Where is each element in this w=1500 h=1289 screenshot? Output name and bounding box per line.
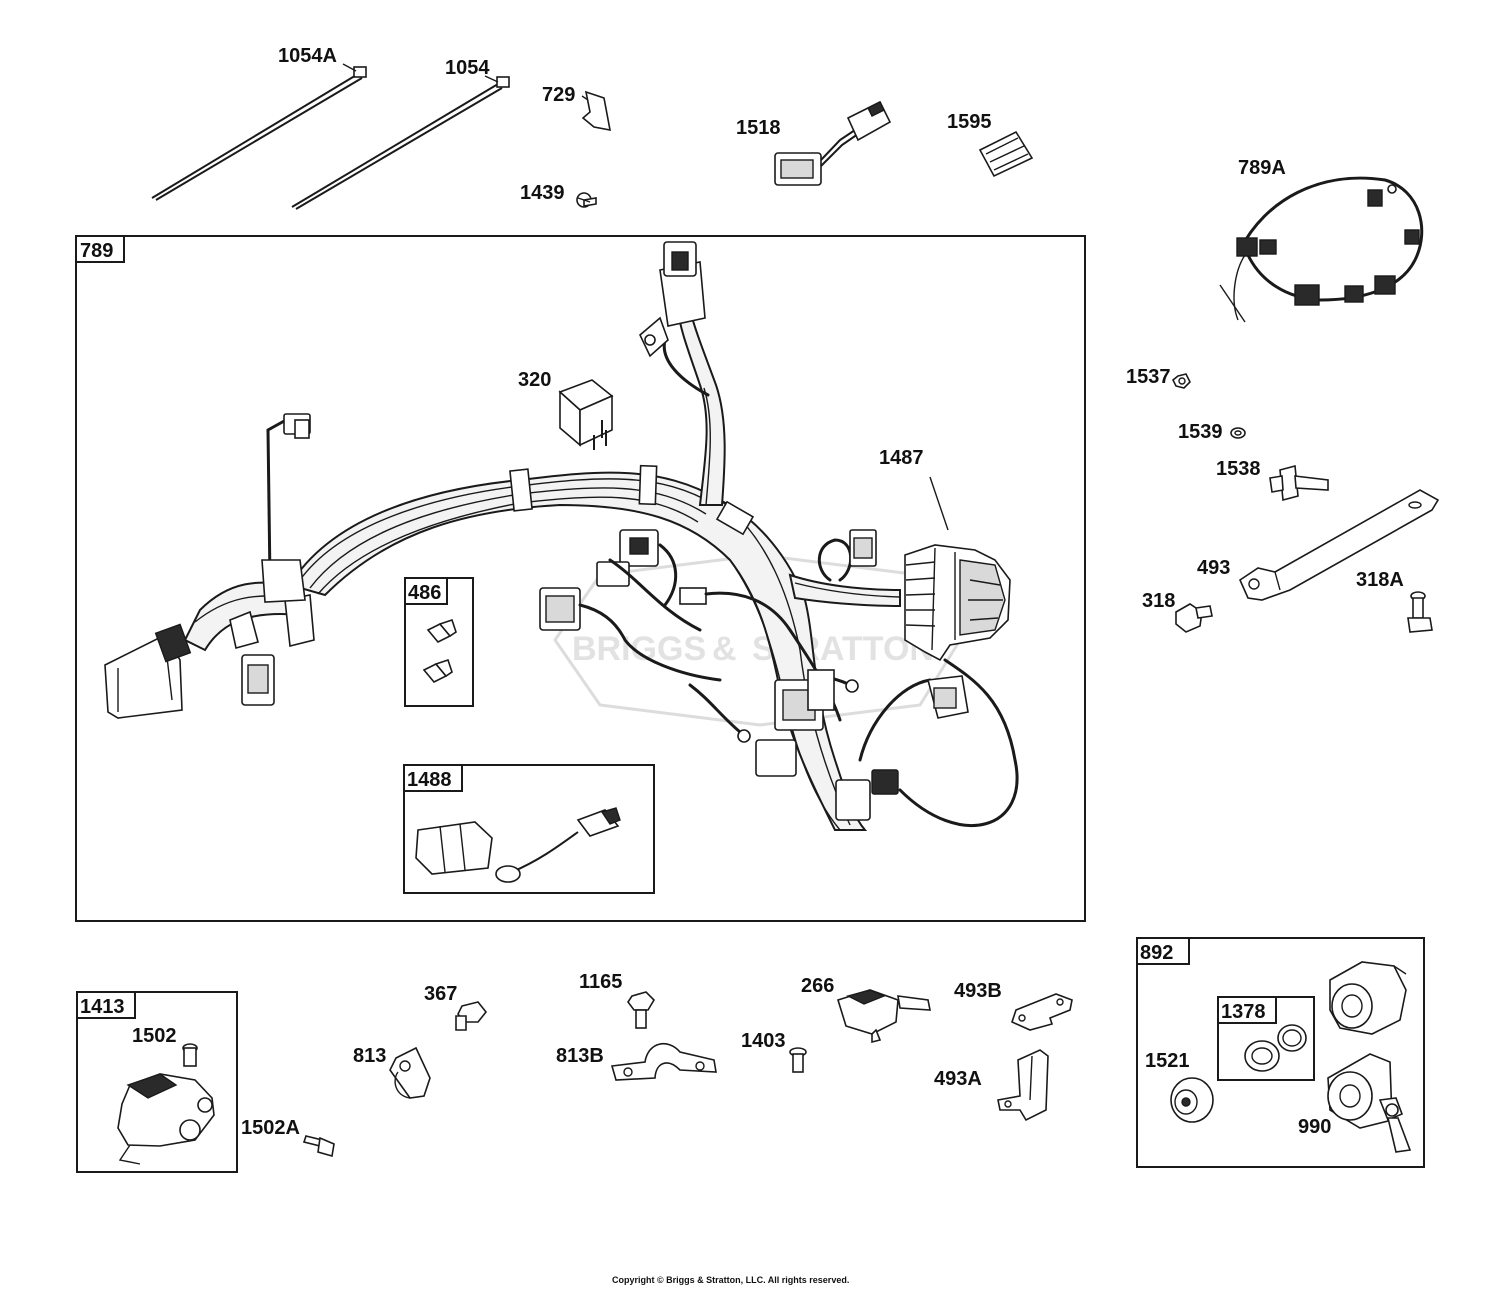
label-1539: 1539 <box>1178 421 1223 443</box>
part-1537-nut[interactable] <box>1171 373 1191 389</box>
part-1054a-cable-tie[interactable] <box>151 63 367 201</box>
part-1488-connector-and-lead[interactable] <box>415 807 621 883</box>
part-1502a-screw[interactable] <box>302 1135 335 1158</box>
part-813b-clamp[interactable] <box>610 1042 717 1081</box>
part-318a-bolt[interactable] <box>1407 591 1433 633</box>
box-486: 486 <box>404 577 474 707</box>
part-1165-bolt[interactable] <box>627 991 656 1029</box>
part-1595-connector[interactable] <box>978 130 1034 178</box>
box-1488: 1488 <box>403 764 655 894</box>
label-320: 320 <box>518 369 551 391</box>
part-1487-connector-block[interactable] <box>904 544 1011 662</box>
part-1518-connector[interactable] <box>774 100 892 186</box>
label-789a: 789A <box>1238 157 1286 179</box>
label-1502: 1502 <box>132 1025 177 1047</box>
label-266: 266 <box>801 975 834 997</box>
label-990: 990 <box>1298 1116 1331 1138</box>
part-789a-harness[interactable] <box>1219 176 1424 323</box>
part-320-relay[interactable] <box>558 379 614 450</box>
frame-789 <box>75 235 1086 922</box>
part-1378-nut-and-washer[interactable] <box>1244 1024 1307 1072</box>
leader-1487 <box>929 476 949 531</box>
box-label-1378: 1378 <box>1221 1001 1266 1023</box>
label-1521: 1521 <box>1145 1050 1190 1072</box>
label-813: 813 <box>353 1045 386 1067</box>
copyright-notice: Copyright © Briggs & Stratton, LLC. All … <box>612 1275 849 1285</box>
label-1487: 1487 <box>879 447 924 469</box>
part-318-bolt[interactable] <box>1175 603 1213 633</box>
part-367-bolt[interactable] <box>455 1001 488 1031</box>
part-1539-washer[interactable] <box>1230 427 1246 439</box>
main-wiring-harness[interactable] <box>104 241 1019 831</box>
watermark-briggs: BRIGGS <box>572 630 706 668</box>
label-1502a: 1502A <box>241 1117 300 1139</box>
part-1502-screw[interactable] <box>182 1043 198 1067</box>
part-486-fuses[interactable] <box>422 618 457 683</box>
label-1054a: 1054A <box>278 45 337 67</box>
label-1537: 1537 <box>1126 366 1171 388</box>
label-318a: 318A <box>1356 569 1404 591</box>
label-813b: 813B <box>556 1045 604 1067</box>
label-1518: 1518 <box>736 117 781 139</box>
part-493b-bracket[interactable] <box>1011 993 1073 1031</box>
part-493-bracket[interactable] <box>1238 489 1440 601</box>
part-1413-sensor[interactable] <box>117 1073 215 1165</box>
part-892-ignition-switch[interactable] <box>1329 961 1407 1035</box>
part-990-key-switch[interactable] <box>1327 1053 1412 1153</box>
part-1521-cap[interactable] <box>1170 1077 1214 1123</box>
label-318: 318 <box>1142 590 1175 612</box>
label-493a: 493A <box>934 1068 982 1090</box>
part-729-clip[interactable] <box>581 90 612 132</box>
part-1403-screw[interactable] <box>789 1047 807 1073</box>
box-label-1413: 1413 <box>80 996 125 1018</box>
box-label-789: 789 <box>80 240 113 262</box>
part-813-clamp[interactable] <box>389 1046 431 1099</box>
label-1403: 1403 <box>741 1030 786 1052</box>
part-1054-cable-tie[interactable] <box>291 75 510 210</box>
brand-watermark: BRIGGS & STRATTON <box>553 553 962 727</box>
box-892: 892 <box>1136 937 1425 1168</box>
part-493a-bracket[interactable] <box>997 1049 1049 1122</box>
box-label-486: 486 <box>408 582 441 604</box>
box-label-1488: 1488 <box>407 769 452 791</box>
tab-789 <box>75 235 125 263</box>
label-493: 493 <box>1197 557 1230 579</box>
label-1165: 1165 <box>579 971 622 993</box>
label-493b: 493B <box>954 980 1002 1002</box>
label-729: 729 <box>542 84 575 106</box>
box-label-892: 892 <box>1140 942 1173 964</box>
label-1054: 1054 <box>445 57 490 79</box>
part-1538-stud[interactable] <box>1269 464 1329 502</box>
label-1538: 1538 <box>1216 458 1261 480</box>
label-367: 367 <box>424 983 457 1005</box>
box-1413: 1413 <box>76 991 238 1173</box>
label-1439: 1439 <box>520 182 565 204</box>
label-1595: 1595 <box>947 111 992 133</box>
part-266-switch[interactable] <box>837 989 931 1044</box>
box-1378: 1378 <box>1217 996 1315 1081</box>
watermark-amp: & <box>712 630 737 668</box>
part-1439-screw[interactable] <box>576 192 597 208</box>
